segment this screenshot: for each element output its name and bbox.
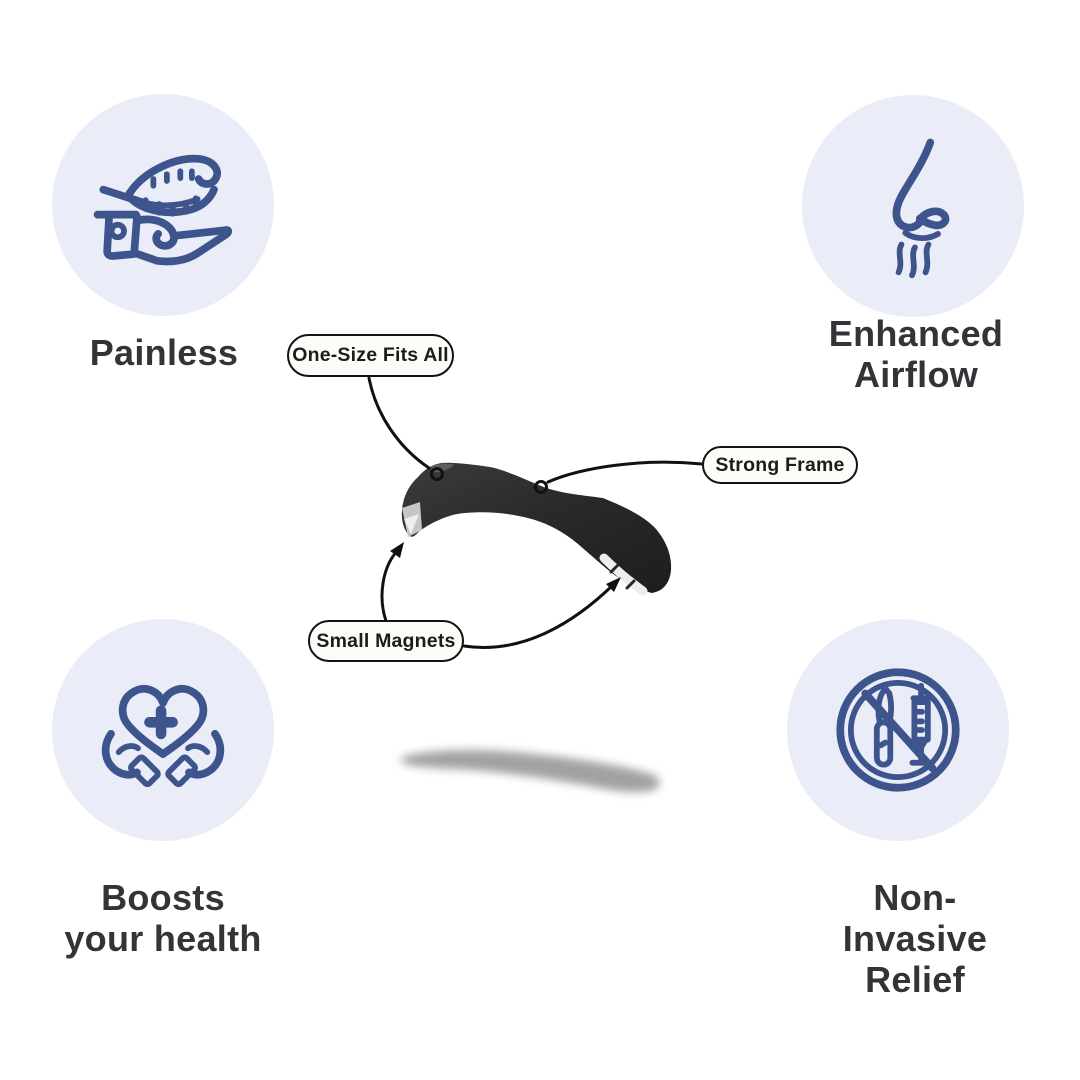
right-magnet-notch xyxy=(609,563,636,590)
feature-icon-circle-non-invasive xyxy=(787,619,1009,841)
callout-dot-one-size xyxy=(430,467,444,481)
feature-label-boosts-health: Boosts your health xyxy=(64,877,262,959)
feature-label-non-invasive: Non-Invasive Relief xyxy=(842,877,988,1000)
callout-strong-frame: Strong Frame xyxy=(702,446,858,484)
callout-dot-strong-frame xyxy=(534,480,548,494)
callout-small-magnets: Small Magnets xyxy=(308,620,464,662)
callout-small-magnets-label: Small Magnets xyxy=(316,629,456,652)
feature-icon-circle-boosts-health xyxy=(52,619,274,841)
callout-one-size-label: One-Size Fits All xyxy=(292,344,449,366)
feature-icon-circle-enhanced-airflow xyxy=(802,95,1024,317)
callout-one-size-fits-all: One-Size Fits All xyxy=(287,334,454,377)
right-magnet-strip xyxy=(599,553,648,596)
callout-line-one-size xyxy=(367,376,431,470)
heart-hands-icon xyxy=(101,684,240,807)
callout-strong-frame-label: Strong Frame xyxy=(715,453,845,476)
arrowhead-right-magnet xyxy=(606,577,621,592)
callout-arrow-small-magnets-right xyxy=(462,582,616,649)
callout-arrow-small-magnets-left xyxy=(380,547,401,623)
no-surgery-icon xyxy=(836,668,960,792)
feature-label-painless: Painless xyxy=(89,332,239,373)
left-magnet-highlight-bright xyxy=(404,514,419,534)
nose-airflow-icon xyxy=(892,138,950,279)
arrowhead-left-magnet xyxy=(390,542,404,558)
feature-label-enhanced-airflow: Enhanced Airflow xyxy=(828,313,1004,395)
product-shadow xyxy=(401,749,660,793)
callout-line-strong-frame xyxy=(546,460,704,484)
feather-hand-icon xyxy=(93,154,233,266)
feature-icon-circle-painless xyxy=(52,94,274,316)
